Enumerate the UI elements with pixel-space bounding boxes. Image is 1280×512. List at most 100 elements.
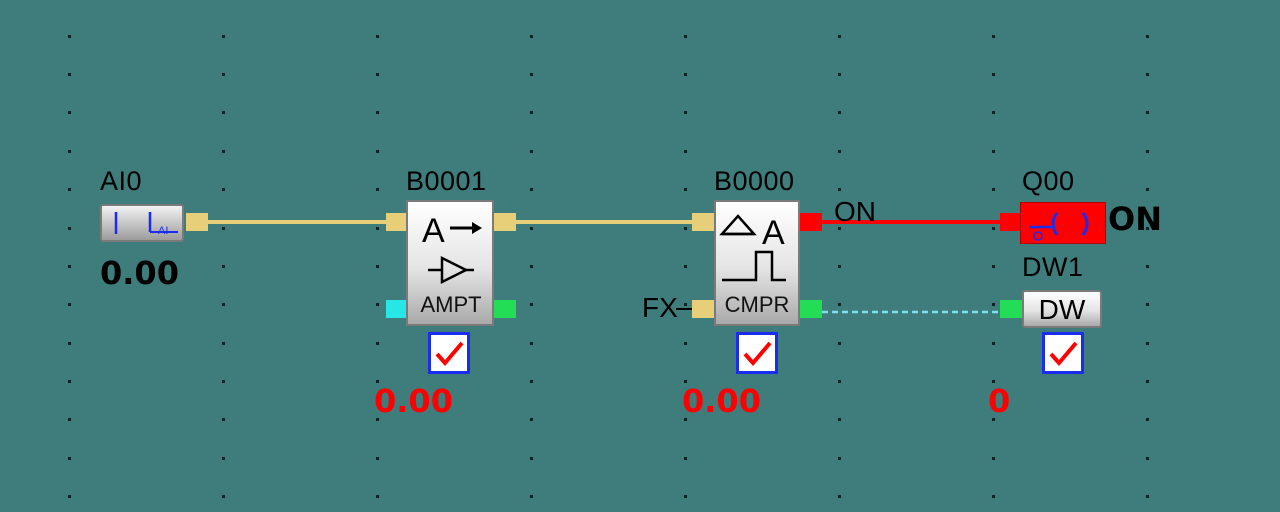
grid-dot [684, 73, 687, 76]
grid-dot [376, 111, 379, 114]
grid-dot [992, 418, 995, 421]
check-icon [435, 341, 464, 367]
grid-dot [838, 35, 841, 38]
b0001-name: B0001 [406, 166, 487, 196]
b0001-block[interactable]: A AMPT [406, 200, 494, 326]
grid-dot [68, 303, 71, 306]
ai0-output-pin[interactable] [186, 213, 208, 231]
grid-dot [1146, 303, 1149, 306]
grid-dot [530, 265, 533, 268]
grid-dot [376, 73, 379, 76]
grid-dot [684, 342, 687, 345]
grid-dot [530, 457, 533, 460]
grid-dot [684, 418, 687, 421]
check-icon [1049, 341, 1078, 367]
grid-dot [68, 380, 71, 383]
grid-dot [838, 495, 841, 498]
grid-dot [68, 495, 71, 498]
dw1-input-pin[interactable] [1000, 300, 1022, 318]
dw1-block[interactable]: DW [1022, 290, 1102, 328]
b0000-word-output-pin[interactable] [800, 300, 822, 318]
grid-dot [222, 380, 225, 383]
b0001-function-label: AMPT [420, 292, 482, 317]
b0000-monitor-checkbox[interactable] [736, 332, 778, 374]
b0000-fx-label: FX [642, 292, 678, 323]
grid-dot [992, 188, 995, 191]
grid-dot [68, 188, 71, 191]
dw1-monitor-checkbox[interactable] [1042, 332, 1084, 374]
grid-dot [530, 188, 533, 191]
b0000-name: B0000 [714, 166, 795, 196]
comparator-icon: A [719, 214, 786, 282]
grid-dot [992, 457, 995, 460]
q00-block[interactable] [1020, 202, 1106, 244]
b0000-block[interactable]: A CMPR [714, 200, 800, 326]
grid-dot [992, 265, 995, 268]
ai0-block[interactable]: AI [100, 204, 184, 242]
grid-dot [222, 303, 225, 306]
grid-dot [530, 227, 533, 230]
b0001-enable-pin[interactable] [494, 300, 516, 318]
ai0-value: 0.00 [100, 254, 179, 292]
grid-dot [838, 303, 841, 306]
grid-dot [530, 111, 533, 114]
grid-dot [838, 227, 841, 230]
grid-dot [530, 495, 533, 498]
q00-input-pin[interactable] [1000, 213, 1022, 231]
grid-dot [530, 380, 533, 383]
grid-dot [376, 495, 379, 498]
grid-dot [1146, 418, 1149, 421]
grid-dot [684, 227, 687, 230]
grid-dot [992, 380, 995, 383]
grid-dot [222, 150, 225, 153]
grid-dot [992, 150, 995, 153]
grid-dot [222, 342, 225, 345]
grid-dot [992, 303, 995, 306]
b0000-output-state: ON [834, 196, 876, 227]
dw1-function-label: DW [1038, 294, 1086, 325]
grid-dot [684, 495, 687, 498]
grid-dot [376, 35, 379, 38]
svg-text:AI: AI [158, 225, 168, 237]
b0000-input-pin[interactable] [692, 213, 714, 231]
grid-dot [684, 380, 687, 383]
grid-dot [530, 303, 533, 306]
b0001-output-pin[interactable] [494, 213, 516, 231]
analog-input-icon: AI [114, 212, 178, 237]
grid-dot [376, 342, 379, 345]
grid-dot [68, 418, 71, 421]
grid-dot [530, 418, 533, 421]
grid-dot [838, 418, 841, 421]
grid-dot [992, 495, 995, 498]
grid-dot [684, 111, 687, 114]
dw1-name: DW1 [1022, 252, 1084, 282]
b0001-param-pin[interactable] [386, 300, 408, 318]
b0000-fx-pin[interactable] [692, 300, 714, 318]
b0001-input-pin[interactable] [386, 213, 408, 231]
grid-dot [376, 265, 379, 268]
grid-dot [992, 35, 995, 38]
grid-dot [1146, 35, 1149, 38]
grid-dot [684, 35, 687, 38]
grid-dot [68, 35, 71, 38]
grid-dot [992, 227, 995, 230]
grid-dot [1146, 457, 1149, 460]
grid-dot [684, 457, 687, 460]
b0001-monitor-checkbox[interactable] [428, 332, 470, 374]
grid-dot [1146, 188, 1149, 191]
grid-dot [684, 303, 687, 306]
grid-dot [222, 265, 225, 268]
b0000-value: 0.00 [682, 382, 761, 420]
grid-dot [68, 265, 71, 268]
grid-dot [376, 150, 379, 153]
grid-dot [992, 73, 995, 76]
grid-dot [1146, 227, 1149, 230]
b0000-function-label: CMPR [724, 292, 790, 317]
b0000-output-pin[interactable] [800, 213, 822, 231]
svg-text:A: A [422, 212, 445, 250]
svg-text:A: A [762, 214, 785, 252]
coil-output-icon [1029, 212, 1089, 241]
grid-dot [838, 457, 841, 460]
grid-dot [992, 342, 995, 345]
